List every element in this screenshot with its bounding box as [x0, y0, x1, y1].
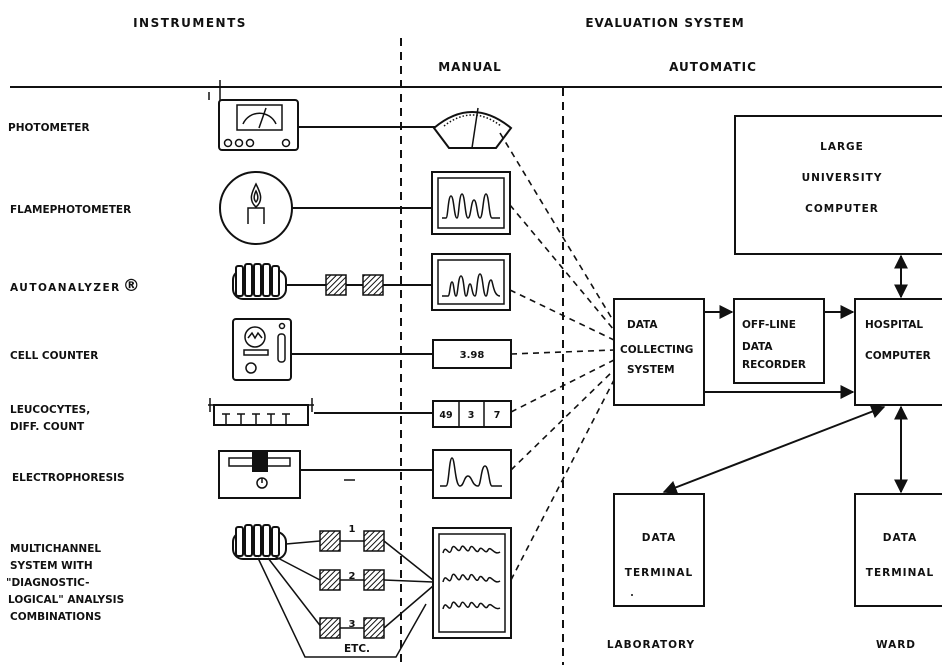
- photometer-icon: [218, 99, 299, 151]
- data-collecting-system-box: [613, 298, 705, 406]
- large-computer-label-1: LARGE: [820, 141, 864, 153]
- large-university-computer-box: [734, 115, 942, 255]
- sample-tray-icon: [232, 524, 287, 560]
- channel-module-icon: [363, 530, 385, 552]
- channel-module-icon: [319, 569, 341, 591]
- recorder-display-icon: [431, 171, 511, 235]
- laboratory-caption: LABORATORY: [607, 639, 695, 651]
- sample-tray-icon: [232, 263, 287, 300]
- diff-count-value: 3: [468, 410, 475, 421]
- electrophoresis-icon: [218, 450, 301, 499]
- cell-counter-icon: [232, 318, 292, 381]
- label-multichannel-2: SYSTEM WITH: [10, 560, 93, 572]
- offline-data-recorder-box: [733, 298, 825, 384]
- header-manual: MANUAL: [438, 60, 502, 74]
- label-leucocytes: LEUCOCYTES,: [10, 404, 90, 416]
- digital-readout: [432, 339, 512, 369]
- label-cell-counter: CELL COUNTER: [10, 350, 98, 362]
- system-arrows: [662, 254, 908, 494]
- terminal-ward-label-2: TERMINAL: [866, 567, 934, 579]
- processing-module-icon: [362, 274, 384, 296]
- speck: [631, 594, 633, 596]
- multichannel-display-icon: [432, 527, 512, 639]
- hospital-computer-label-2: COMPUTER: [865, 350, 931, 362]
- diff-count-value: 7: [494, 410, 501, 421]
- ward-caption: WARD: [876, 639, 916, 651]
- data-collecting-label-2: COLLECTING: [620, 344, 693, 356]
- recorder-display-icon: [431, 253, 511, 311]
- data-terminal-lab-box: [613, 493, 705, 607]
- etc-label: ETC.: [344, 643, 370, 655]
- dashed-links: [499, 132, 615, 581]
- hospital-computer-label-1: HOSPITAL: [865, 319, 923, 331]
- channel-module-icon: [319, 617, 341, 639]
- data-collecting-label-3: SYSTEM: [627, 364, 675, 376]
- electrophoresis-display-icon: [432, 449, 512, 499]
- channel-module-icon: [319, 530, 341, 552]
- data-collecting-label-1: DATA: [627, 319, 658, 331]
- etc-label-box: [338, 640, 378, 655]
- terminal-lab-label-2: TERMINAL: [625, 567, 693, 579]
- label-electrophoresis: ELECTROPHORESIS: [12, 472, 125, 484]
- data-terminal-ward-box: [854, 493, 942, 607]
- diff-counter-icon: [208, 398, 314, 426]
- label-flamephotometer: FLAMEPHOTOMETER: [10, 204, 131, 216]
- meter-display-icon: [432, 107, 513, 149]
- label-multichannel-5: COMBINATIONS: [10, 611, 101, 623]
- diff-count-value: 49: [439, 410, 452, 421]
- label-multichannel-4: LOGICAL" ANALYSIS: [8, 594, 124, 606]
- offline-recorder-label-1: OFF-LINE: [742, 319, 796, 331]
- channel-number: 2: [349, 571, 356, 582]
- cell-counter-value: 3.98: [460, 350, 485, 361]
- large-computer-label-3: COMPUTER: [805, 203, 879, 215]
- channel-module-icon: [363, 569, 385, 591]
- label-multichannel-3: "DIAGNOSTIC-: [6, 577, 90, 589]
- offline-recorder-label-2: DATA: [742, 341, 773, 353]
- terminal-ward-label-1: DATA: [883, 532, 918, 544]
- terminal-lab-label-1: DATA: [642, 532, 677, 544]
- header-automatic: AUTOMATIC: [669, 60, 757, 74]
- label-multichannel-1: MULTICHANNEL: [10, 543, 101, 555]
- label-photometer: PHOTOMETER: [8, 122, 90, 134]
- channel-number: 3: [349, 619, 356, 630]
- diff-count-readout: [432, 400, 512, 428]
- channel-module-icon: [363, 617, 385, 639]
- flame-icon: [219, 171, 293, 245]
- label-autoanalyzer: AUTOANALYZER®: [10, 276, 141, 296]
- channel-lines: [257, 540, 434, 658]
- large-computer-label-2: UNIVERSITY: [802, 172, 883, 184]
- hospital-computer-box: [854, 298, 942, 406]
- channel-number: 1: [349, 524, 356, 535]
- processing-module-icon: [325, 274, 347, 296]
- label-diff-count: DIFF. COUNT: [10, 421, 85, 433]
- header-evaluation-system: EVALUATION SYSTEM: [585, 16, 744, 30]
- offline-recorder-label-3: RECORDER: [742, 359, 806, 371]
- header-instruments: INSTRUMENTS: [133, 16, 247, 30]
